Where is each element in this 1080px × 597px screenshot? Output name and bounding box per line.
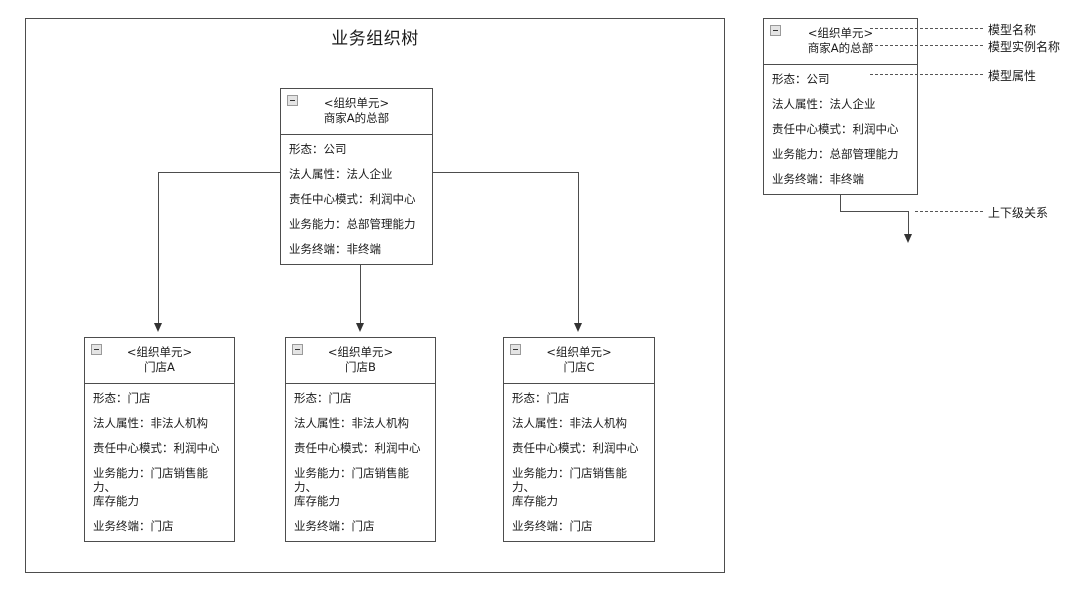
node-instance-name: 商家A的总部 — [807, 41, 874, 55]
collapse-icon[interactable] — [510, 344, 521, 355]
node-instance-name: 商家A的总部 — [323, 111, 390, 125]
node-store-b[interactable]: <组织单元> 门店B 形态：门店 法人属性：非法人机构 责任中心模式：利润中心 … — [285, 337, 436, 542]
legend-label-model-name: 模型名称 — [988, 23, 1037, 37]
node-attribute: 形态：门店 — [93, 391, 151, 405]
node-attribute: 法人属性：法人企业 — [289, 167, 393, 181]
node-attributes: 形态：门店 法人属性：非法人机构 责任中心模式：利润中心 业务能力：门店销售能力… — [504, 384, 654, 541]
node-stereotype: <组织单元> — [546, 345, 612, 359]
connector-root-to-store-a-horizontal — [158, 172, 281, 173]
node-attribute: 业务终端：非终端 — [289, 242, 381, 256]
node-attribute: 形态：门店 — [512, 391, 570, 405]
page-title: 业务组织树 — [331, 29, 419, 49]
legend-leader-model-attribute — [870, 74, 983, 75]
node-stereotype: <组织单元> — [807, 26, 874, 40]
node-attribute: 法人属性：非法人机构 — [512, 416, 627, 430]
node-attribute: 法人属性：非法人机构 — [93, 416, 208, 430]
node-attribute: 业务能力：总部管理能力 — [289, 217, 416, 231]
connector-root-to-store-c-vertical — [578, 172, 579, 324]
node-attribute: 业务能力：门店销售能力、 库存能力 — [512, 466, 627, 508]
legend-label-model-instance-name: 模型实例名称 — [988, 40, 1061, 54]
node-store-c[interactable]: <组织单元> 门店C 形态：门店 法人属性：非法人机构 责任中心模式：利润中心 … — [503, 337, 655, 542]
legend-leader-model-name — [870, 28, 983, 29]
node-attribute: 形态：公司 — [289, 142, 347, 156]
legend-leader-model-instance-name — [870, 45, 983, 46]
node-attribute: 业务终端：门店 — [93, 519, 174, 533]
legend-relation-horizontal — [840, 211, 909, 212]
arrow-store-b — [356, 323, 364, 332]
node-header: <组织单元> 门店C — [504, 338, 654, 384]
node-attributes: 形态：公司 法人属性：法人企业 责任中心模式：利润中心 业务能力：总部管理能力 … — [281, 135, 432, 264]
node-store-a[interactable]: <组织单元> 门店A 形态：门店 法人属性：非法人机构 责任中心模式：利润中心 … — [84, 337, 235, 542]
node-header: <组织单元> 商家A的总部 — [764, 19, 917, 65]
node-attributes: 形态：门店 法人属性：非法人机构 责任中心模式：利润中心 业务能力：门店销售能力… — [286, 384, 435, 541]
node-header: <组织单元> 门店B — [286, 338, 435, 384]
node-instance-name: 门店B — [345, 360, 376, 374]
legend-sample-node[interactable]: <组织单元> 商家A的总部 形态：公司 法人属性：法人企业 责任中心模式：利润中… — [763, 18, 918, 195]
node-header: <组织单元> 门店A — [85, 338, 234, 384]
node-attributes: 形态：公司 法人属性：法人企业 责任中心模式：利润中心 业务能力：总部管理能力 … — [764, 65, 917, 194]
node-attributes: 形态：门店 法人属性：非法人机构 责任中心模式：利润中心 业务能力：门店销售能力… — [85, 384, 234, 541]
node-attribute: 法人属性：法人企业 — [772, 97, 876, 111]
node-attribute: 法人属性：非法人机构 — [294, 416, 409, 430]
node-attribute: 业务能力：门店销售能力、 库存能力 — [93, 466, 208, 508]
collapse-icon[interactable] — [91, 344, 102, 355]
node-attribute: 责任中心模式：利润中心 — [93, 441, 220, 455]
node-attribute: 责任中心模式：利润中心 — [289, 192, 416, 206]
arrow-store-c — [574, 323, 582, 332]
node-instance-name: 门店C — [563, 360, 595, 374]
legend-leader-hierarchy-relation — [915, 211, 983, 212]
legend-relation-arrow — [904, 234, 912, 243]
node-attribute: 业务终端：非终端 — [772, 172, 864, 186]
connector-root-to-store-a-vertical — [158, 172, 159, 324]
node-stereotype: <组织单元> — [323, 96, 390, 110]
node-instance-name: 门店A — [144, 360, 175, 374]
legend-relation-vertical — [908, 211, 909, 235]
legend-relation-drop-line — [840, 192, 841, 212]
arrow-store-a — [154, 323, 162, 332]
collapse-icon[interactable] — [292, 344, 303, 355]
node-attribute: 责任中心模式：利润中心 — [294, 441, 421, 455]
connector-root-to-store-b-vertical — [360, 262, 361, 324]
collapse-icon[interactable] — [287, 95, 298, 106]
node-headquarters[interactable]: <组织单元> 商家A的总部 形态：公司 法人属性：法人企业 责任中心模式：利润中… — [280, 88, 433, 265]
node-attribute: 责任中心模式：利润中心 — [512, 441, 639, 455]
node-stereotype: <组织单元> — [126, 345, 193, 359]
node-attribute: 形态：门店 — [294, 391, 352, 405]
node-attribute: 业务能力：门店销售能力、 库存能力 — [294, 466, 409, 508]
node-header: <组织单元> 商家A的总部 — [281, 89, 432, 135]
node-attribute: 责任中心模式：利润中心 — [772, 122, 899, 136]
legend-label-hierarchy-relation: 上下级关系 — [988, 206, 1049, 220]
legend-label-model-attribute: 模型属性 — [988, 69, 1037, 83]
connector-root-to-store-c-horizontal — [433, 172, 579, 173]
node-attribute: 业务终端：门店 — [294, 519, 375, 533]
node-attribute: 业务终端：门店 — [512, 519, 593, 533]
collapse-icon[interactable] — [770, 25, 781, 36]
node-stereotype: <组织单元> — [327, 345, 394, 359]
node-attribute: 业务能力：总部管理能力 — [772, 147, 899, 161]
node-attribute: 形态：公司 — [772, 72, 830, 86]
